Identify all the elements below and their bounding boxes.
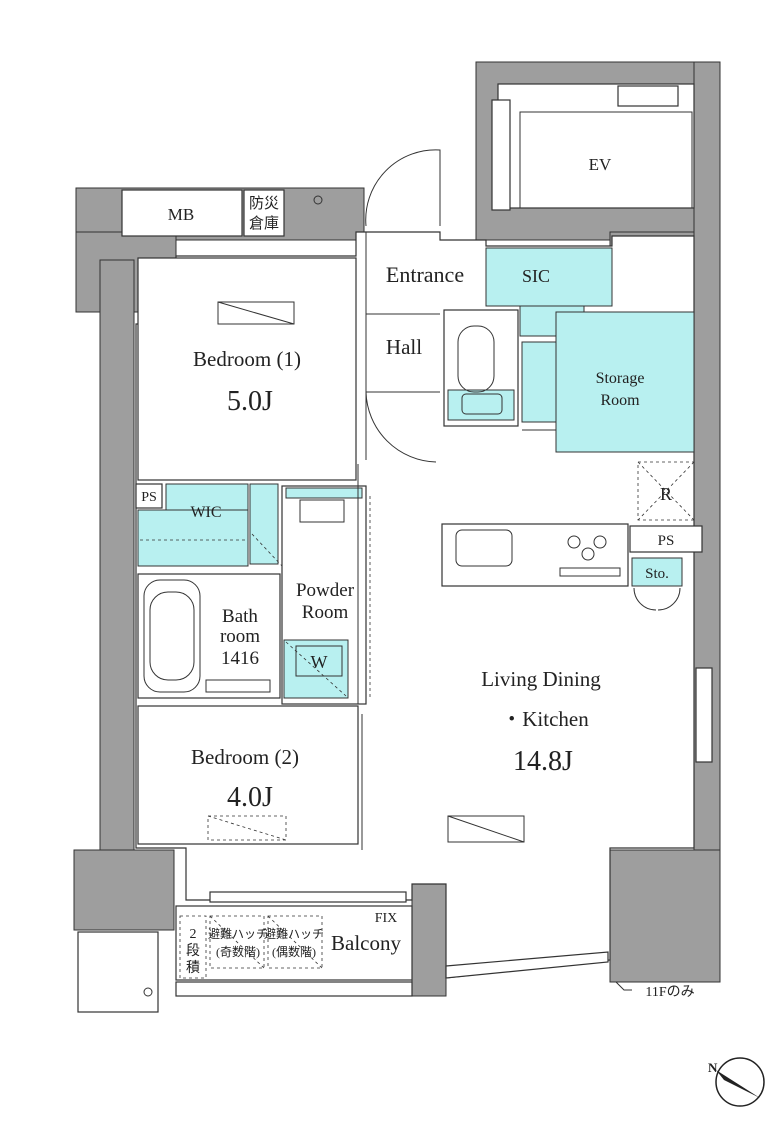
ldk: Living Dining ・Kitchen 14.8J	[447, 667, 713, 843]
bedroom-1: Bedroom (1) 5.0J	[137, 257, 357, 481]
wic-closet: PS WIC	[135, 483, 283, 567]
bedroom1-size: 5.0J	[227, 386, 273, 417]
balcony-label: Balcony	[331, 931, 401, 955]
ps-left-label: PS	[141, 490, 157, 505]
refrigerator-label: R	[660, 484, 672, 504]
bath-label-3: 1416	[221, 648, 259, 669]
hall-label: Hall	[386, 335, 422, 359]
powder-label-2: Room	[302, 602, 349, 623]
mb-closet: MB 防災 倉庫	[121, 189, 323, 237]
stack-char-3: 積	[186, 960, 200, 976]
floor-note: 11Fのみ	[615, 981, 695, 1000]
washer-label: W	[311, 652, 328, 672]
floor-note-text: 11Fのみ	[645, 985, 694, 1000]
storage-label-1: Storage	[596, 370, 645, 387]
entrance-label: Entrance	[386, 262, 464, 287]
storage-room: Storage Room	[521, 311, 695, 453]
entrance-door	[365, 149, 441, 227]
kitchen-counter	[441, 523, 629, 587]
bathroom: Bath room 1416	[137, 573, 281, 699]
bottom-windows	[209, 891, 609, 979]
bedroom1-name: Bedroom (1)	[193, 347, 301, 371]
ps-right-label: PS	[658, 533, 675, 549]
toilet	[443, 309, 519, 427]
ldk-name-1: Living Dining	[481, 667, 601, 691]
bedroom-2: Bedroom (2) 4.0J	[137, 705, 359, 845]
hatch-even-2: (偶数階)	[272, 944, 316, 959]
compass-icon: N	[708, 1057, 765, 1107]
ldk-name-2: ・Kitchen	[501, 707, 589, 731]
bedroom2-name: Bedroom (2)	[191, 745, 299, 769]
refrigerator: R	[637, 461, 695, 521]
fix-label: FIX	[375, 911, 398, 926]
compass-letter: N	[708, 1060, 718, 1075]
bath-label-1: Bath	[222, 606, 258, 627]
balcony: 2 段 積 避難ハッチ (奇数階) 避難ハッチ (偶数階) FIX Balcon…	[77, 905, 413, 1013]
powder-label-1: Powder	[296, 580, 355, 601]
sic-label: SIC	[522, 266, 550, 286]
hatch-odd-2: (奇数階)	[216, 944, 260, 959]
bath-label-2: room	[220, 626, 260, 647]
mb-label: MB	[168, 205, 194, 224]
ps-sto: PS Sto.	[629, 525, 703, 611]
stack-char-2: 段	[186, 943, 200, 959]
elevator: EV	[491, 83, 695, 211]
ev-label: EV	[589, 155, 612, 174]
stack-char-1: 2	[190, 927, 197, 942]
hatch-odd-1: 避難ハッチ	[208, 926, 268, 941]
bousai-label-1: 防災	[249, 195, 279, 212]
ldk-size: 14.8J	[513, 746, 573, 777]
wic-label: WIC	[190, 504, 221, 521]
storage-label-2: Room	[600, 392, 640, 409]
sto-label: Sto.	[645, 566, 669, 582]
powder-room: Powder Room W	[281, 485, 367, 705]
entrance-hall: Entrance Hall	[365, 232, 464, 463]
hatch-even-1: 避難ハッチ	[264, 926, 324, 941]
sliding-doors	[357, 464, 371, 850]
bedroom2-size: 4.0J	[227, 782, 273, 813]
bousai-label-2: 倉庫	[249, 215, 279, 232]
